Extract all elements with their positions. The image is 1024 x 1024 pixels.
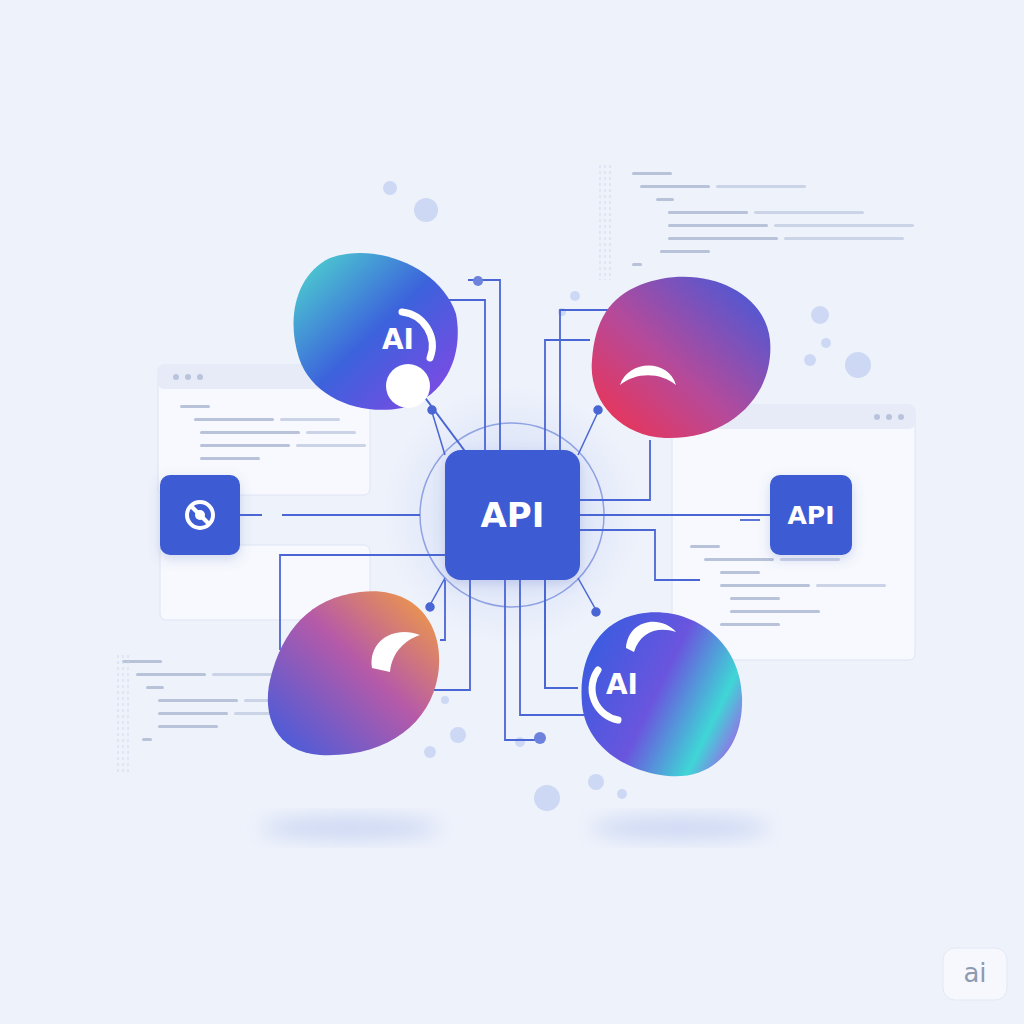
connector	[580, 515, 770, 516]
decor-dots	[383, 181, 871, 811]
ai-blob	[592, 277, 771, 438]
ai-blob: AI	[578, 608, 743, 778]
code-window	[672, 405, 915, 660]
node-label: API	[788, 503, 835, 528]
api-hub: API	[445, 450, 580, 580]
icon-square	[160, 475, 240, 555]
connector	[545, 580, 578, 688]
node-label: API	[481, 498, 545, 532]
ai-blob: AI	[290, 248, 460, 413]
watermark-badge	[943, 948, 1007, 1000]
node-label: AI	[606, 671, 638, 699]
ai-blob	[268, 591, 439, 755]
node-label: AI	[382, 326, 414, 354]
node-shape	[290, 248, 460, 413]
watermark: ai	[963, 960, 986, 986]
api-box: API	[770, 475, 852, 555]
code-snippet	[118, 165, 914, 775]
node-shape	[578, 608, 743, 778]
